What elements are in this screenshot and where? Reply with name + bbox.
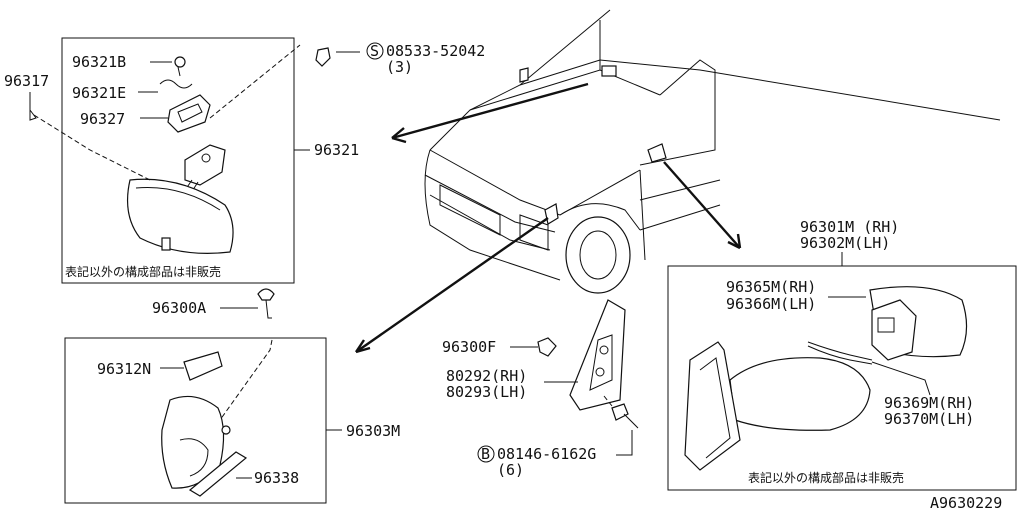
mirror-base-plate-detail [177, 103, 203, 123]
arrow-head-fender [355, 339, 371, 354]
inner-mirror-body [127, 178, 234, 254]
s-symbol: S [370, 42, 379, 60]
small-screw-shank [177, 66, 181, 77]
label-96300A: 96300A [152, 299, 206, 317]
fender-mirror-pivot [221, 425, 231, 435]
screw-leader-dash [209, 44, 301, 119]
mirror-harness-b [807, 345, 873, 365]
label-96317: 96317 [4, 72, 49, 90]
inner-mirror-tab [161, 237, 171, 251]
mirror-actuator-detail [877, 317, 895, 333]
grommet-96300A-part [257, 288, 275, 301]
label-80292: 80292(RH) [446, 367, 527, 385]
leader-bolt-b [616, 430, 633, 456]
cover-part [29, 92, 37, 121]
label-bolt-b: 08146-6162G [497, 445, 596, 463]
label-96312N: 96312N [97, 360, 151, 378]
clip-96300F-part [537, 337, 557, 357]
spring-clip-part [159, 79, 193, 89]
door-mirror-box [667, 265, 1017, 491]
corner-cover-hole-1 [599, 345, 609, 355]
label-96321E: 96321E [72, 84, 126, 102]
label-96365M: 96365M(RH) [726, 278, 816, 296]
fender-mirror-inner [179, 438, 209, 477]
label-96366M: 96366M(LH) [726, 295, 816, 313]
label-screw-s-qty: (3) [386, 58, 413, 76]
fender-leader-dash [219, 339, 273, 421]
mirror-harness-a [807, 341, 873, 361]
drawing-number: A9630229 [930, 494, 1002, 512]
label-96369M: 96369M(RH) [884, 394, 974, 412]
label-96302M: 96302M(LH) [800, 234, 890, 252]
label-96327: 96327 [80, 110, 125, 128]
not-sold-note-left: 表記以外の構成部品は非販売 [65, 264, 221, 279]
corner-cover-inner [589, 334, 613, 391]
bolt-b-shank [623, 413, 639, 429]
corner-cover-part [569, 299, 626, 411]
arrow-head-door [727, 233, 742, 250]
arrow-to-inner-mirror [391, 82, 589, 140]
mirror-base-plate [167, 94, 211, 133]
screw-s-part [315, 47, 331, 67]
arrow-head-inner [391, 127, 407, 144]
b-symbol: B [481, 445, 490, 463]
mirror-stay-hole [201, 153, 211, 163]
mirror-stay-head [184, 144, 226, 186]
leader-96369M [871, 361, 931, 396]
corner-cover-hole-2 [595, 367, 605, 377]
grommet-stem [265, 299, 272, 319]
label-96301M: 96301M (RH) [800, 218, 899, 236]
label-bolt-b-qty: (6) [497, 461, 524, 479]
vehicle-drawing [424, 9, 1001, 294]
door-mirror-housing [729, 357, 871, 431]
small-screw-part [174, 56, 186, 68]
door-mirror-base-inner [699, 357, 731, 459]
arrow-to-fender-mirror [355, 217, 549, 353]
bolt-b-part [611, 403, 629, 421]
fender-mirror-box [64, 337, 327, 504]
gasket-96338-part [188, 451, 248, 497]
not-sold-note-right: 表記以外の構成部品は非販売 [748, 470, 904, 485]
s-circle-symbol [366, 42, 384, 60]
label-96321: 96321 [314, 141, 359, 159]
label-96321B: 96321B [72, 53, 126, 71]
label-96303M: 96303M [346, 422, 400, 440]
inner-mirror-box [61, 37, 295, 284]
bolt-leader-dash [603, 395, 613, 407]
label-96300F: 96300F [442, 338, 496, 356]
label-80293: 80293(LH) [446, 383, 527, 401]
label-96370M: 96370M(LH) [884, 410, 974, 428]
b-circle-symbol [477, 445, 495, 463]
door-mirror-base [684, 341, 741, 471]
part-96312N [183, 351, 223, 381]
cover-leader-dash [33, 114, 151, 181]
label-screw-s: 08533-52042 [386, 42, 485, 60]
inner-mirror-rim [135, 187, 221, 211]
label-96338: 96338 [254, 469, 299, 487]
arrow-to-door-mirror [663, 161, 741, 249]
